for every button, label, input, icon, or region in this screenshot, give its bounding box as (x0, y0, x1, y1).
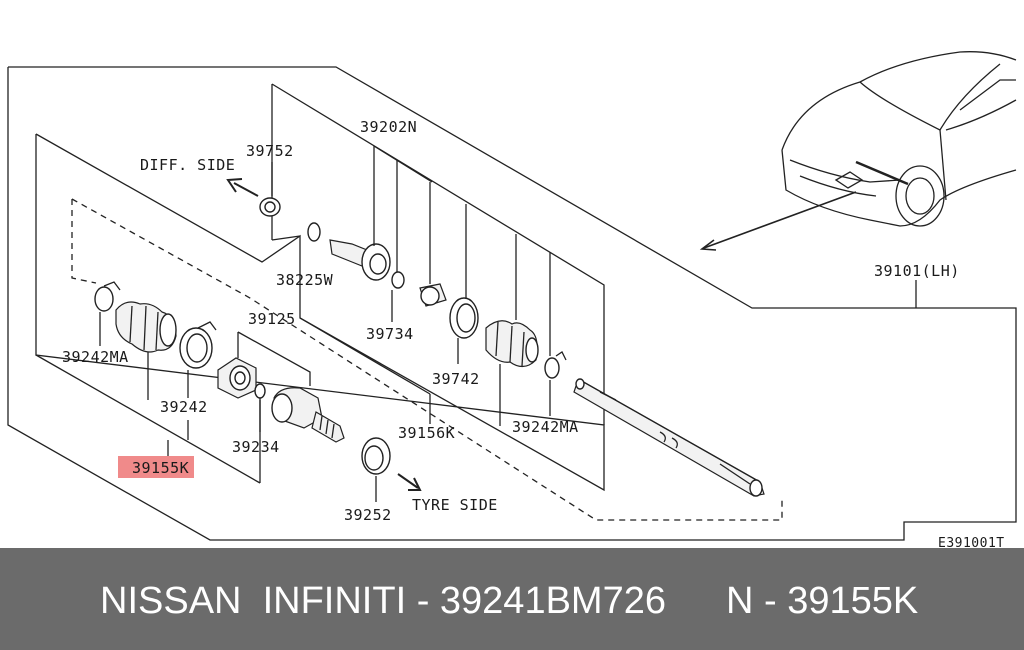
kit-frame-39155k (35, 133, 605, 492)
tripod-39125 (217, 357, 257, 399)
label-39742: 39742 (432, 370, 480, 388)
highlight-39155k (118, 456, 194, 478)
outer-joint (271, 387, 345, 443)
label-39242ma-right: 39242MA (512, 418, 579, 436)
label-39234: 39234 (232, 438, 280, 456)
dashed-kit-outline-top (71, 198, 783, 521)
kit-frame-bottom (35, 354, 261, 484)
boot-left (115, 301, 177, 353)
label-39101-lh: 39101(LH) (874, 262, 960, 280)
clamp-39242ma-left (94, 286, 114, 312)
label-39252: 39252 (344, 506, 392, 524)
label-39752: 39752 (246, 142, 294, 160)
label-39242: 39242 (160, 398, 208, 416)
label-38225w: 38225W (276, 271, 334, 289)
dashed-kit-outline (71, 199, 97, 284)
clamp-band (419, 283, 447, 307)
snap-ring-39734 (391, 271, 405, 289)
outer-assembly-frame (7, 66, 1017, 541)
caption-bar (0, 548, 1024, 650)
leader-39125-frame (237, 331, 311, 386)
joint-housing-39202n (329, 239, 391, 281)
circlip-38225w (307, 222, 321, 242)
arrow-tyre-side (397, 473, 422, 491)
label-39734: 39734 (366, 325, 414, 343)
boot-right (485, 320, 539, 368)
label-39125: 39125 (248, 310, 296, 328)
leader-39202n-top (373, 145, 433, 183)
ring-39234 (254, 383, 266, 399)
label-tyre-side: TYRE SIDE (412, 496, 498, 514)
arrow-diff-side (226, 178, 259, 197)
band-39742-inner (456, 303, 476, 333)
label-39202n: 39202N (360, 118, 417, 136)
car-illustration (699, 51, 1017, 251)
caption-kit-code: N - 39155K (726, 580, 919, 622)
leader-39156k-a (299, 317, 431, 395)
joint-frame-join (271, 235, 301, 241)
seal-39752-inner (264, 201, 276, 213)
drive-shaft (573, 378, 765, 497)
label-39156k: 39156K (398, 424, 455, 442)
label-39155k: 39155K (132, 459, 189, 477)
clamp-right-tab (555, 351, 567, 361)
label-diff-side: DIFF. SIDE (140, 156, 235, 174)
drive-shaft-parts-diagram: 39752 39202N DIFF. SIDE 38225W 39125 397… (7, 51, 1017, 548)
clamp-left-tab (103, 281, 121, 291)
dust-cover-39252-inner (364, 445, 384, 471)
band-39242-inner (186, 333, 208, 363)
clamp-39242ma-right (544, 357, 560, 379)
label-figure-code: E391001T (938, 536, 1005, 548)
label-39242ma-left: 39242MA (62, 348, 129, 366)
caption-part-number: NISSAN INFINITI - 39241BM726 (100, 580, 666, 622)
band-39242-tab (197, 321, 217, 331)
